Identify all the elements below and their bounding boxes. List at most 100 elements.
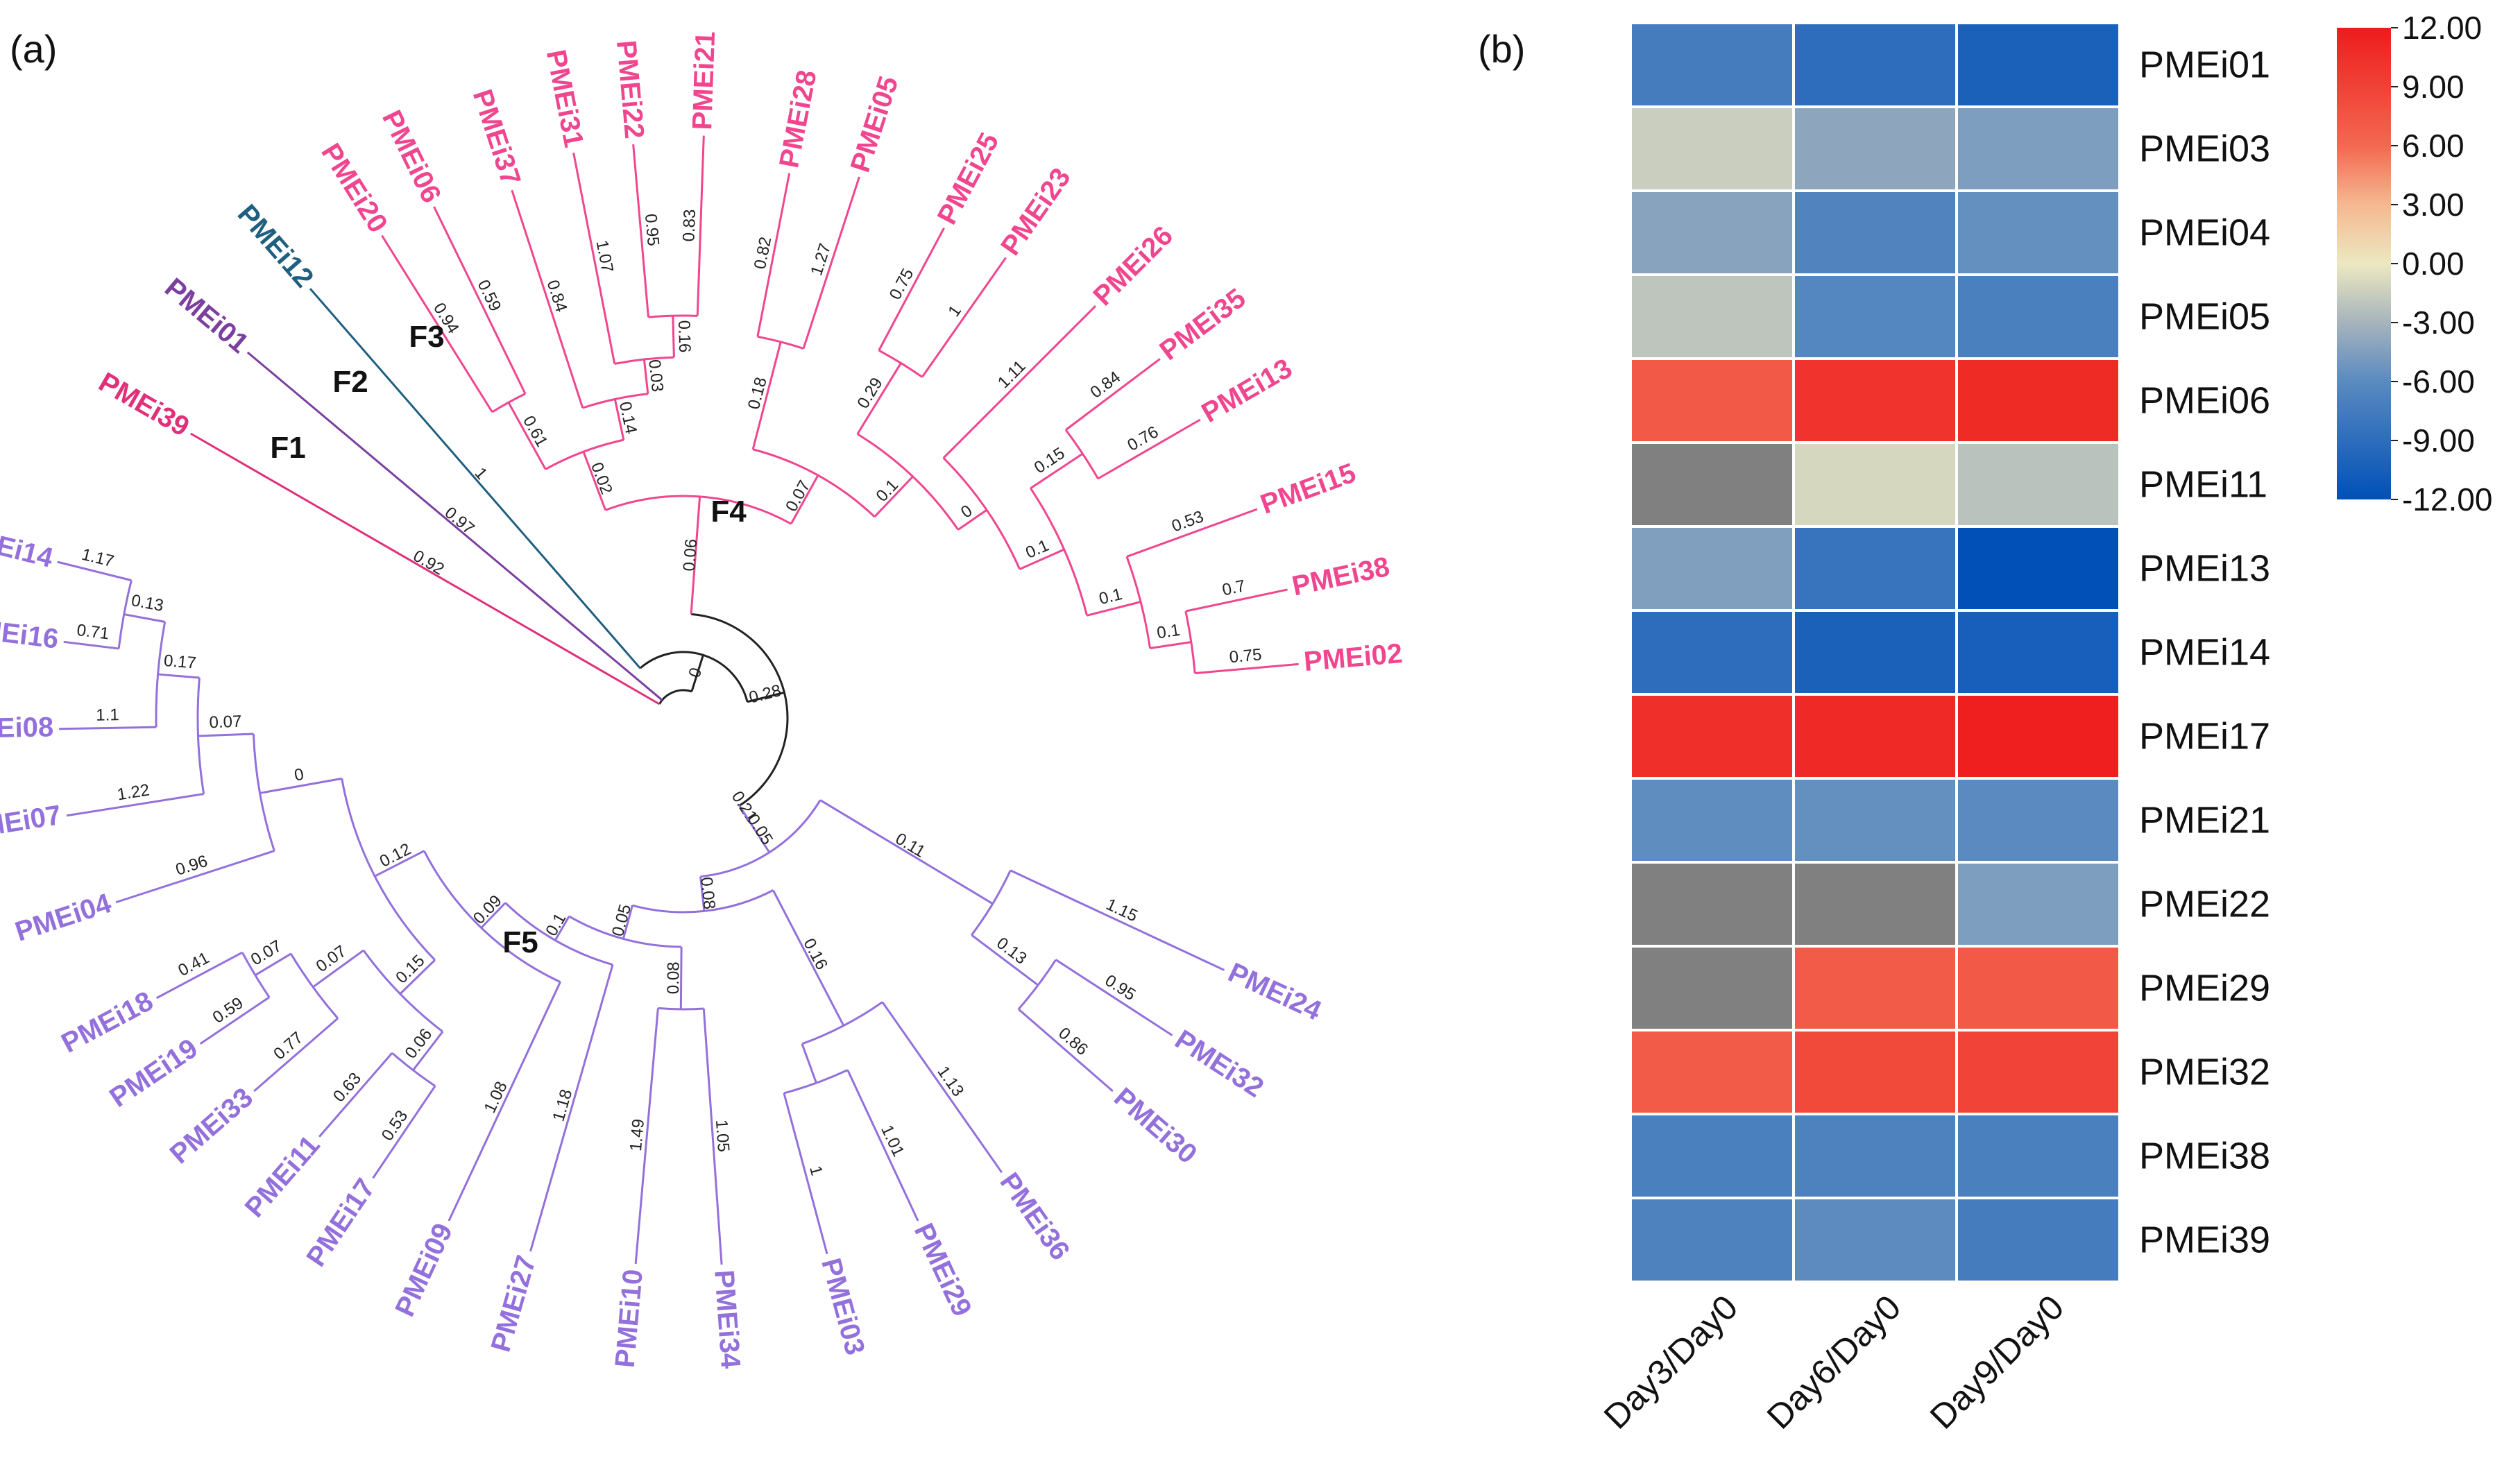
heatmap-cell [1792, 1113, 1958, 1199]
heatmap-cell [1792, 1197, 1958, 1283]
internal-length: 0.1 [1097, 585, 1124, 608]
tip-label: PMEi36 [994, 1167, 1075, 1266]
internal-length: 0.07 [209, 712, 242, 733]
internal-branch [742, 811, 771, 853]
tip-label: PMEi21 [687, 31, 721, 130]
internal-length: 0.06 [680, 538, 701, 572]
colorbar-tick-label: -3.00 [2402, 305, 2475, 341]
heatmap-cell [1629, 1029, 1795, 1115]
internal-branch [957, 509, 987, 531]
heatmap-cell [1629, 945, 1795, 1031]
clade-arc [504, 902, 613, 966]
colorbar-tick-label: 0.00 [2402, 246, 2464, 282]
heatmap-row-label: PMEi11 [2139, 464, 2267, 506]
tip-label: PMEi16 [0, 613, 60, 655]
heatmap-column-label: Day6/Day0 [1760, 1287, 1908, 1436]
heatmap-cell [1955, 945, 2121, 1031]
branch-pmei13 [1097, 418, 1201, 480]
heatmap-cell [1955, 1029, 2121, 1115]
branch-pmei31 [572, 152, 616, 364]
heatmap-row-label: PMEi03 [2139, 128, 2270, 170]
panel-a-label: (a) [10, 27, 58, 71]
heatmap-cell [1629, 1197, 1795, 1283]
branch-pmei29 [846, 1069, 919, 1222]
branch-pmei28 [756, 173, 791, 337]
heatmap-column-label: Day3/Day0 [1597, 1287, 1745, 1436]
internal-branch [738, 805, 744, 812]
internal-length: 0.17 [163, 651, 197, 673]
branch-length: 0.95 [641, 213, 663, 247]
internal-branch [690, 496, 701, 615]
family-label-f1: F1 [270, 431, 305, 465]
heatmap-cell [1629, 777, 1795, 864]
tip-label: PMEi37 [467, 86, 527, 189]
branch-length: 1 [944, 302, 965, 320]
internal-branch [158, 673, 200, 679]
tip-label: PMEi04 [12, 888, 116, 948]
internal-branch [1019, 548, 1065, 570]
branch-pmei22 [632, 144, 649, 318]
internal-branch [751, 341, 782, 450]
heatmap-cell [1955, 1113, 2121, 1199]
branch-pmei32 [1055, 959, 1173, 1036]
heatmap-cell [1629, 861, 1795, 948]
clade-arc [491, 393, 526, 413]
branch-pmei39 [190, 432, 661, 705]
branch-length: 1.15 [1103, 895, 1141, 925]
clade-arc [423, 850, 561, 984]
heatmap-row-label: PMEi05 [2139, 296, 2270, 338]
internal-length: 0.16 [674, 320, 694, 352]
branch-length: 1.22 [116, 780, 151, 804]
family-label-f2: F2 [332, 365, 368, 399]
internal-branch [312, 949, 364, 988]
branch-pmei12 [309, 288, 641, 669]
branch-pmei17 [372, 1085, 436, 1179]
heatmap-cell [1955, 861, 2121, 948]
tip-label: PMEi19 [104, 1033, 203, 1113]
clade-arc [857, 433, 960, 531]
internal-length: 0 [686, 665, 706, 680]
clade-arc [289, 953, 339, 1019]
tip-label: PMEi34 [708, 1269, 746, 1370]
internal-length: 0.07 [782, 477, 814, 515]
internal-length: 0.28 [747, 681, 783, 708]
branch-pmei01 [246, 351, 663, 701]
heatmap-row-label: PMEi14 [2139, 632, 2270, 674]
tip-label: PMEi13 [1196, 353, 1297, 429]
clade-arc [582, 393, 648, 409]
branch-length: 0.76 [1124, 422, 1161, 455]
clade-arc [783, 1069, 849, 1095]
internal-length: 0.18 [744, 375, 771, 411]
branch-length: 0.71 [76, 621, 110, 643]
heatmap-cell [1792, 189, 1958, 276]
clade-arc [155, 622, 167, 728]
internal-length: 0.15 [1031, 444, 1069, 477]
heatmap-cell [1955, 525, 2121, 612]
tip-label: PMEi30 [1108, 1082, 1202, 1170]
heatmap-cell [1792, 693, 1958, 780]
clade-arc [658, 689, 692, 705]
internal-branch [124, 613, 165, 623]
clade-arc [341, 778, 436, 961]
clade-arc [1064, 429, 1099, 479]
internal-length: 0.14 [615, 400, 640, 436]
heatmap-row-label: PMEi39 [2139, 1219, 2270, 1261]
tip-label: PMEi17 [300, 1173, 381, 1272]
colorbar-tick-label: 6.00 [2402, 128, 2464, 164]
heatmap-cell [1955, 189, 2121, 276]
internal-branch [856, 362, 902, 435]
heatmap-row-label: PMEi13 [2139, 548, 2270, 590]
internal-length: 0.06 [401, 1025, 436, 1063]
heatmap-row-label: PMEi38 [2139, 1136, 2270, 1177]
internal-length: 0.07 [313, 942, 350, 976]
clade-arc [878, 349, 923, 378]
internal-length: 0.02 [587, 460, 616, 497]
family-label-f4: F4 [710, 495, 747, 529]
branch-length: 0.63 [330, 1069, 365, 1106]
clade-arc [196, 677, 205, 794]
tip-label: PMEi27 [486, 1252, 543, 1355]
branch-pmei14 [57, 560, 132, 582]
tip-label: PMEi22 [611, 39, 649, 140]
heatmap-row-label: PMEi22 [2139, 884, 2270, 925]
